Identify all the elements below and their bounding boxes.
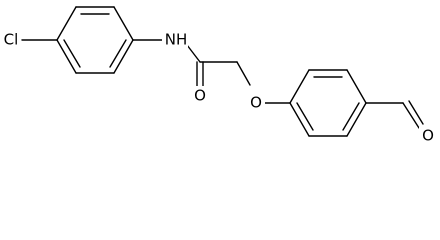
chlorine-label: Cl [4,31,19,49]
bond [56,6,77,41]
ether-oxygen-label: O [250,94,262,112]
double-bond [109,39,127,68]
bond [113,6,134,41]
double-bond [296,102,314,131]
bond [289,102,310,137]
bond [289,69,310,104]
amide-nitrogen-label: NH [165,31,188,49]
bond [186,44,201,63]
bond [56,39,77,74]
amide-oxygen-label: O [194,87,206,105]
double-bond [408,100,424,125]
double-bond [63,39,81,68]
bond [113,39,134,74]
structure-diagram: Cl NH O O O [3,6,437,145]
bond [236,61,251,86]
double-bond [342,102,360,131]
bond [346,102,367,137]
formylphenyl-ring [289,69,367,137]
amide-oxygen-label-background [191,86,209,104]
double-bond [402,102,420,129]
aldehyde-oxygen-label: O [422,127,434,145]
bond [346,69,367,104]
nh-label-background [162,30,188,50]
atom-labels: Cl NH O O O [4,30,437,145]
ether-oxygen-label-background [247,93,265,111]
aldehyde-oxygen-label-background [419,127,437,145]
chlorophenyl-ring [56,6,134,74]
